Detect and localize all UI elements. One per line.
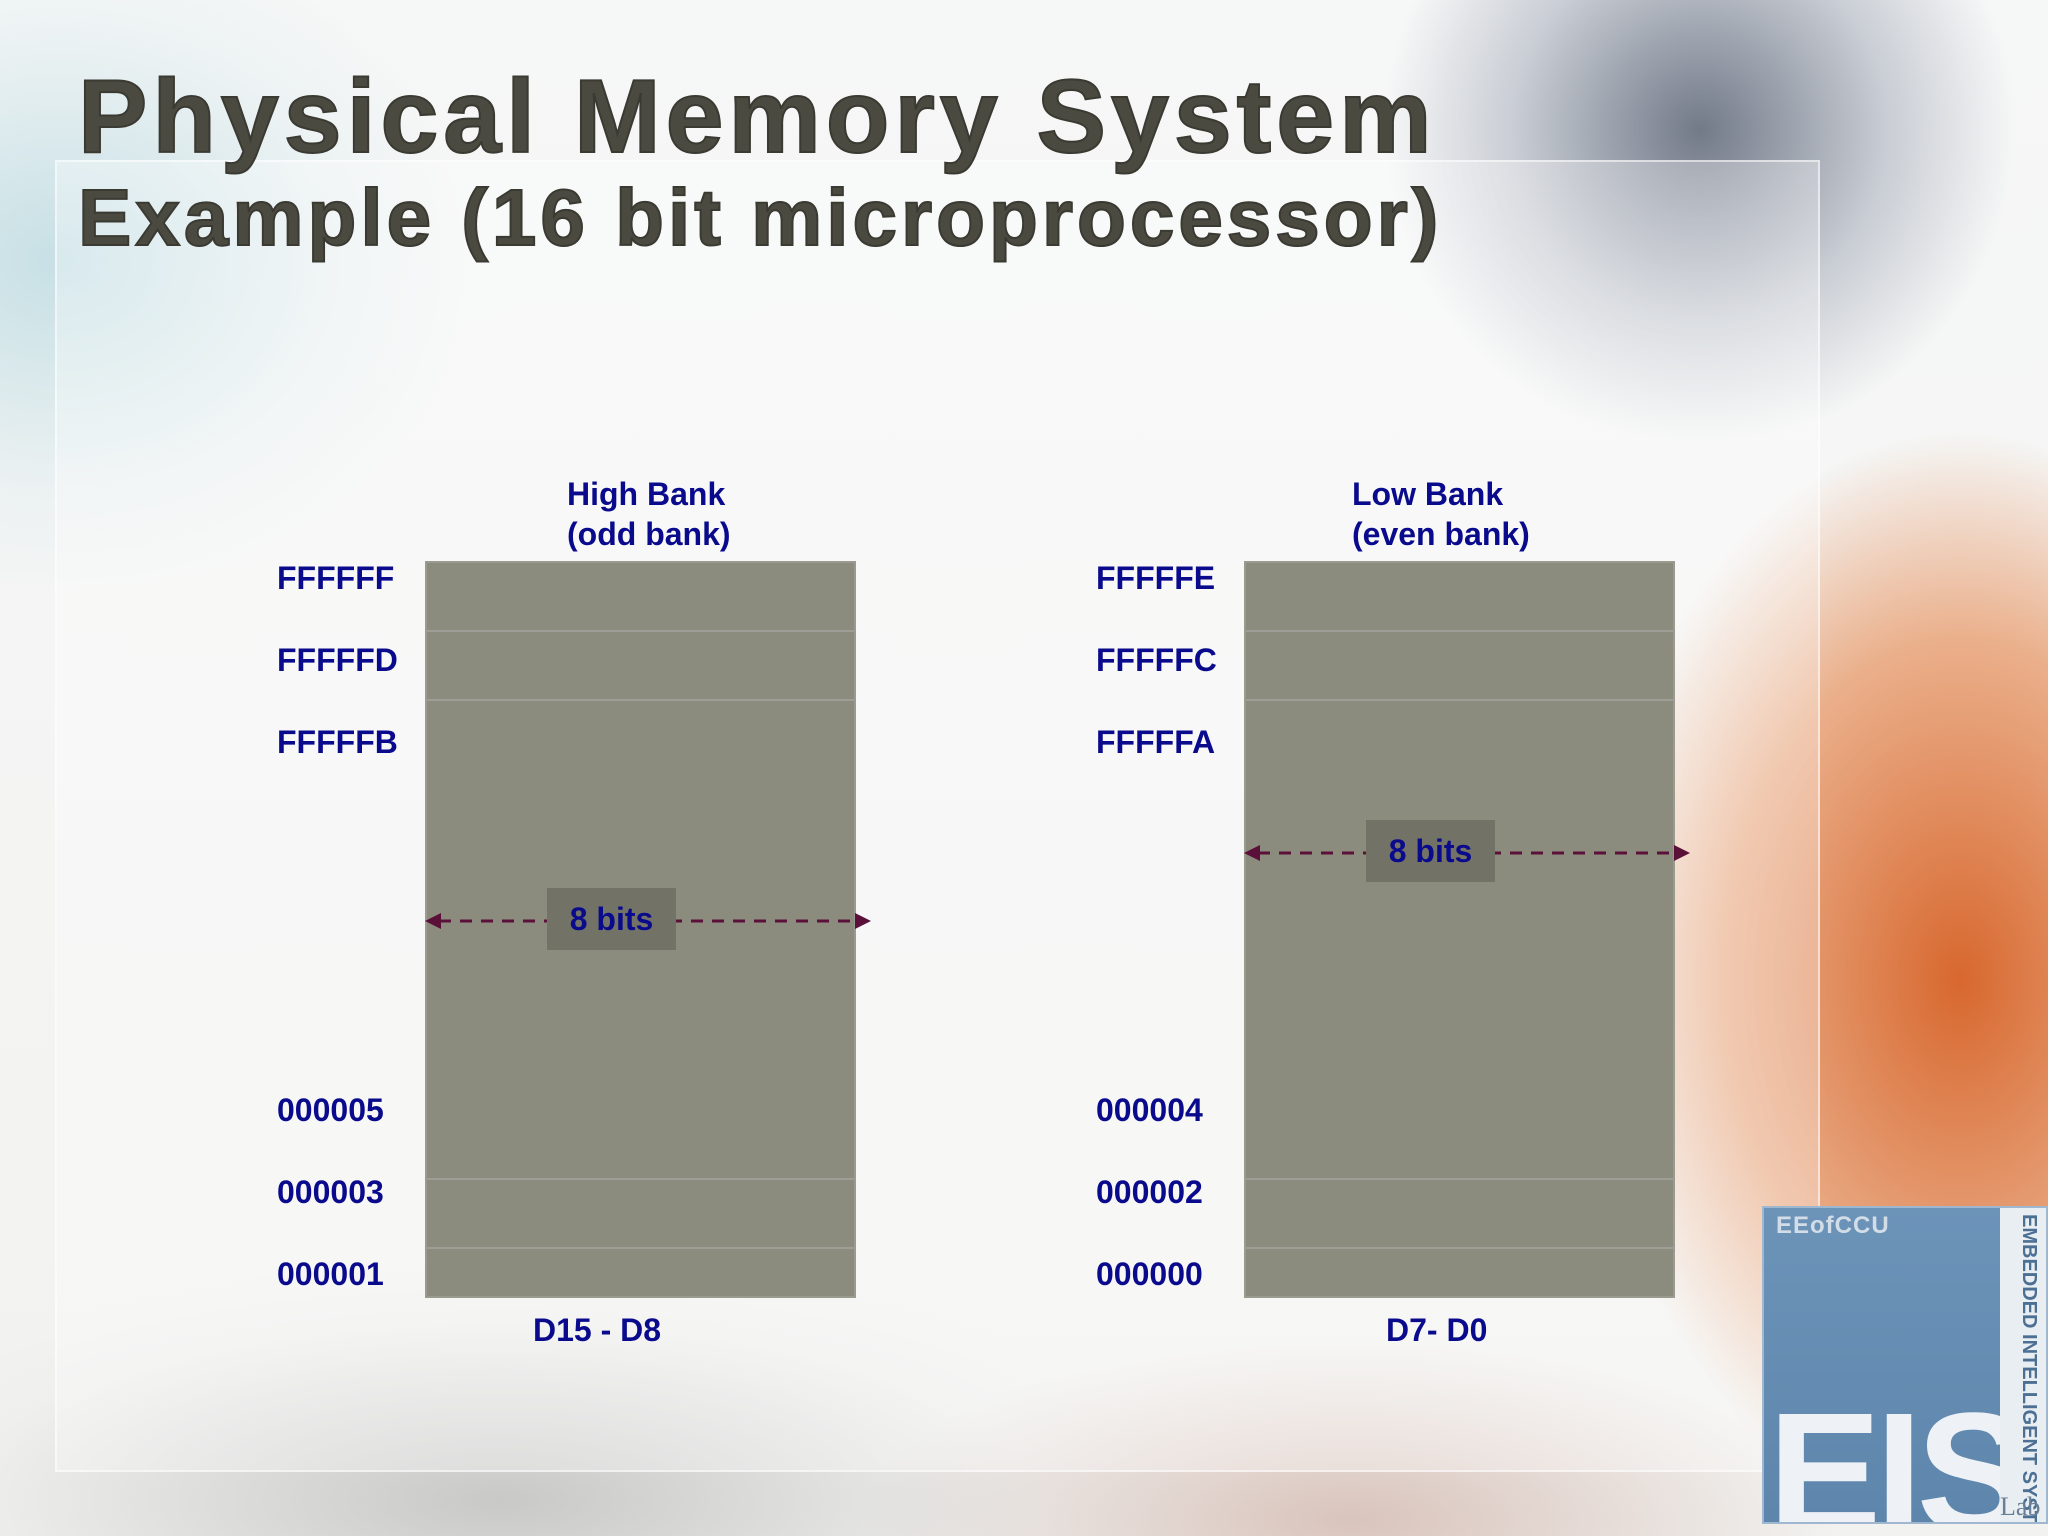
- address-label: FFFFFB: [277, 724, 398, 760]
- width-label: 8 bits: [547, 888, 676, 950]
- data-lines-label: D7- D0: [1386, 1312, 1488, 1348]
- address-label: FFFFFE: [1096, 560, 1216, 596]
- logo-side-band: EMBEDDED INTELLIGENT SYSTEM: [2000, 1208, 2046, 1524]
- row-divider: [427, 699, 854, 701]
- row-divider: [1246, 630, 1673, 632]
- address-label: 000002: [1096, 1174, 1203, 1210]
- logo-top-text: EEofCCU: [1776, 1212, 1890, 1239]
- slide-title-line1: Physical Memory System: [77, 58, 1437, 176]
- width-label: 8 bits: [1366, 820, 1495, 882]
- row-divider: [1246, 1247, 1673, 1249]
- row-divider: [1246, 1178, 1673, 1180]
- address-label: FFFFFA: [1096, 724, 1216, 760]
- width-arrow: [1244, 845, 1690, 861]
- high-bank-title: High Bank: [567, 476, 726, 512]
- address-label: 000001: [277, 1256, 384, 1292]
- eis-lab-logo: EEofCCU EIS EMBEDDED INTELLIGENT SYSTEM …: [1762, 1206, 2048, 1524]
- width-arrow: [425, 913, 871, 929]
- address-label: 000003: [277, 1174, 384, 1210]
- row-divider: [427, 1178, 854, 1180]
- logo-big-text: EIS: [1768, 1378, 2030, 1524]
- logo-side-text: EMBEDDED INTELLIGENT SYSTEM: [2018, 1214, 2040, 1524]
- address-label: FFFFFD: [277, 642, 398, 678]
- address-label: FFFFFC: [1096, 642, 1217, 678]
- address-label: 000000: [1096, 1256, 1203, 1292]
- row-divider: [427, 1247, 854, 1249]
- slide-title-line2: Example (16 bit microprocessor): [77, 172, 1443, 263]
- data-lines-label: D15 - D8: [533, 1312, 662, 1348]
- low-bank-title: Low Bank: [1352, 476, 1504, 512]
- logo-lab-text: Lab: [2000, 1492, 2041, 1521]
- address-label: 000004: [1096, 1092, 1203, 1128]
- high-bank-subtitle: (odd bank): [567, 516, 731, 552]
- low-bank-subtitle: (even bank): [1352, 516, 1530, 552]
- row-divider: [427, 630, 854, 632]
- low-bank-memory-block: [1244, 561, 1675, 1298]
- row-divider: [1246, 699, 1673, 701]
- address-label: 000005: [277, 1092, 384, 1128]
- address-label: FFFFFF: [277, 560, 395, 596]
